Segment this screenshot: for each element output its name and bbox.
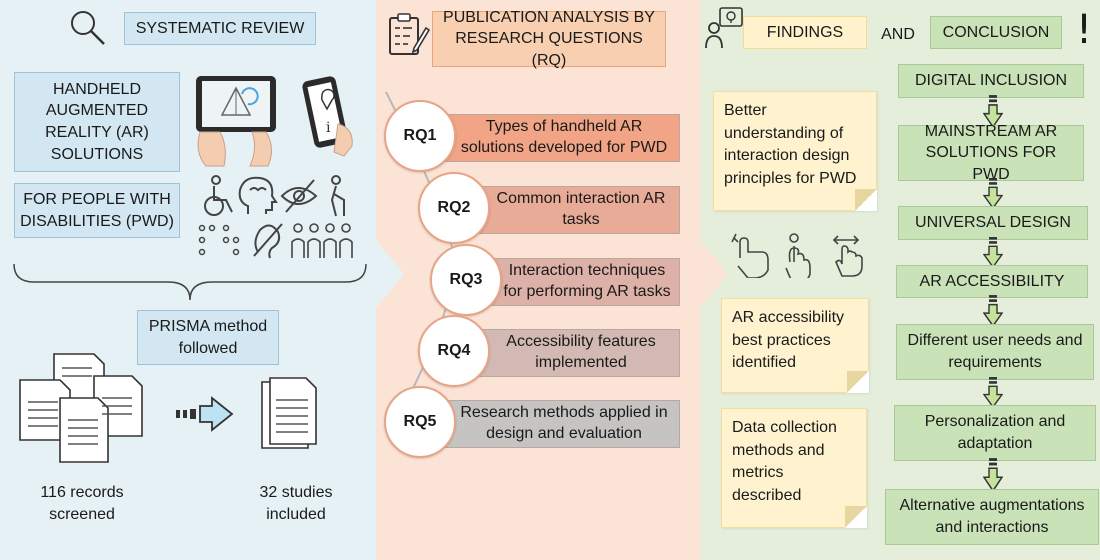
few-documents-icon <box>261 377 317 449</box>
swipe-gesture-icon <box>832 235 863 277</box>
finding-note-2: AR accessibility best practices identifi… <box>721 298 869 393</box>
conclusion-title: CONCLUSION <box>930 16 1062 49</box>
rq-bar-5: Research methods applied in design and e… <box>424 400 680 448</box>
svg-text:i: i <box>326 120 331 136</box>
rq-circle-2: RQ2 <box>418 172 490 244</box>
records-screened: 116 records screened <box>40 484 124 524</box>
panel-chevron-2 <box>694 0 728 560</box>
disability-icons-row1 <box>204 175 345 217</box>
conclusion-box-5: Different user needs and requirements <box>896 324 1094 380</box>
prisma-box: PRISMA method followed <box>137 310 279 365</box>
down-arrow-icon <box>983 237 1003 269</box>
down-arrow-icon <box>983 178 1003 210</box>
rq-circle-3: RQ3 <box>430 244 502 316</box>
rq-bar-2: Common interaction AR tasks <box>458 186 680 234</box>
panel-chevron-1 <box>370 0 404 560</box>
right-arrow-icon <box>176 396 234 432</box>
visual-impairment-icon <box>280 179 318 213</box>
touch-gesture-icons <box>731 233 863 278</box>
rq-bar-4: Accessibility features implemented <box>458 329 680 377</box>
braille-icon <box>198 224 240 256</box>
pinch-gesture-icon <box>731 233 769 278</box>
tablet-icon <box>196 76 276 167</box>
down-arrow-icon <box>983 377 1003 409</box>
studies-included: 32 studies included <box>259 484 333 524</box>
handheld-ar-box: HANDHELD AUGMENTED REALITY (AR) SOLUTION… <box>14 72 180 172</box>
many-documents-icon <box>19 353 143 463</box>
publication-analysis-title: PUBLICATION ANALYSIS BY RESEARCH QUESTIO… <box>432 9 666 69</box>
conclusion-box-7: Alternative augmentations and interactio… <box>885 489 1099 545</box>
rq-circle-1: RQ1 <box>384 100 456 172</box>
exclamation-mark: ! <box>1076 7 1093 53</box>
brain-head-icon <box>238 176 278 214</box>
finding-note-3: Data collection methods and metrics desc… <box>721 408 867 528</box>
and-label: AND <box>881 26 915 43</box>
hearing-impairment-icon <box>253 223 283 259</box>
group-of-people-icon <box>291 223 353 258</box>
conclusion-box-3: UNIVERSAL DESIGN <box>898 206 1088 240</box>
rq-bar-3: Interaction techniques for performing AR… <box>470 258 680 306</box>
elderly-icon <box>330 175 345 217</box>
finding-note-1: Better understanding of interaction desi… <box>713 91 877 211</box>
systematic-review-title: SYSTEMATIC REVIEW <box>124 12 316 45</box>
wheelchair-icon <box>204 175 233 216</box>
findings-title: FINDINGS <box>743 16 867 49</box>
tap-gesture-icon <box>785 233 811 278</box>
conclusion-box-1: DIGITAL INCLUSION <box>898 64 1084 98</box>
clipboard-pen-icon <box>389 13 430 55</box>
conclusion-box-6: Personalization and adaptation <box>894 405 1096 461</box>
rq-bar-1: Types of handheld AR solutions developed… <box>424 114 680 162</box>
pwd-box: FOR PEOPLE WITH DISABILITIES (PWD) <box>14 183 180 238</box>
down-arrow-icon <box>983 95 1003 129</box>
disability-icons-row2 <box>198 223 353 259</box>
rq-circle-4: RQ4 <box>418 315 490 387</box>
curly-brace <box>13 263 367 301</box>
phone-location-icon: i <box>302 76 353 157</box>
down-arrow-icon <box>983 458 1003 493</box>
rq-circle-5: RQ5 <box>384 386 456 458</box>
conclusion-box-2: MAINSTREAM AR SOLUTIONS FOR PWD <box>898 123 1084 183</box>
search-icon <box>71 11 105 45</box>
down-arrow-icon <box>983 295 1003 328</box>
idea-person-icon <box>705 7 743 49</box>
